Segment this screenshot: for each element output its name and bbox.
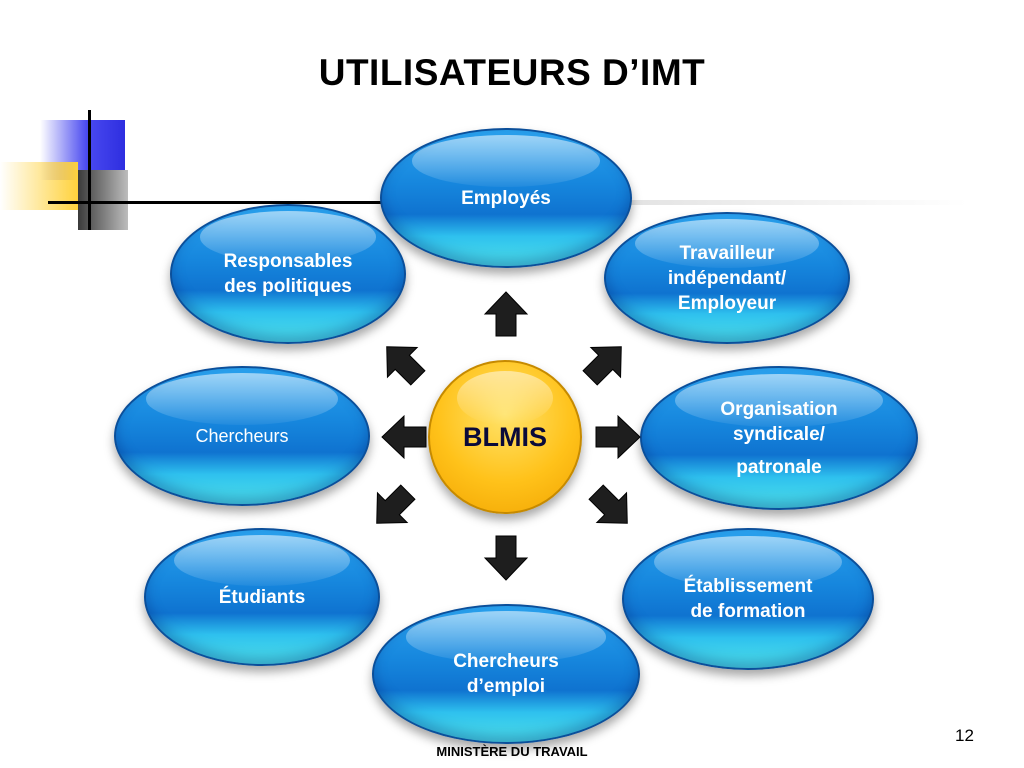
arrow-down-right — [586, 482, 636, 532]
node-etablissement-formation: Établissement de formation — [622, 528, 874, 670]
deco-vertical-line — [88, 110, 91, 230]
node-etudiants: Étudiants — [144, 528, 380, 666]
arrow-up — [481, 290, 531, 340]
node-label: Responsables — [223, 251, 353, 272]
node-label: Employeur — [677, 292, 777, 314]
center-label: BLMIS — [463, 421, 547, 452]
node-label: des politiques — [224, 276, 352, 297]
arrow-right — [592, 412, 642, 462]
node-label: patronale — [736, 456, 822, 478]
node-label: d’emploi — [466, 676, 546, 697]
node-chercheurs: Chercheurs — [114, 366, 370, 506]
center-node-blmis: BLMIS — [428, 360, 582, 514]
deco-horizontal-line — [48, 201, 388, 204]
node-travailleur-independant: Travailleur indépendant/ Employeur — [604, 212, 850, 344]
node-label: de formation — [690, 601, 806, 622]
arrow-down-left — [368, 482, 418, 532]
node-employes: Employés — [380, 128, 632, 268]
slide-title: UTILISATEURS D’IMT — [318, 52, 706, 93]
arrow-down — [481, 532, 531, 582]
arrow-up-left — [378, 338, 428, 388]
node-label: Étudiants — [218, 586, 306, 608]
decorative-header-graphic — [0, 110, 1024, 240]
deco-horizontal-fade — [388, 200, 968, 205]
node-label: Chercheurs — [195, 425, 289, 446]
page-number: 12 — [955, 726, 974, 745]
node-label: Employés — [461, 187, 551, 209]
node-label: Chercheurs — [453, 651, 559, 672]
slide-footer: MINISTÈRE DU TRAVAIL — [436, 744, 588, 759]
arrow-left — [380, 412, 430, 462]
node-label: Travailleur — [679, 242, 775, 264]
node-label: indépendant/ — [667, 267, 787, 289]
node-label: syndicale/ — [733, 423, 825, 445]
arrow-up-right — [580, 338, 630, 388]
deco-gray-square — [78, 170, 128, 230]
node-chercheurs-emploi: Chercheurs d’emploi — [372, 604, 640, 744]
node-organisation-syndicale: Organisation syndicale/ patronale — [640, 366, 918, 510]
node-label: Organisation — [720, 398, 838, 420]
node-responsables-politiques: Responsables des politiques — [170, 204, 406, 344]
node-label: Établissement — [683, 576, 813, 597]
